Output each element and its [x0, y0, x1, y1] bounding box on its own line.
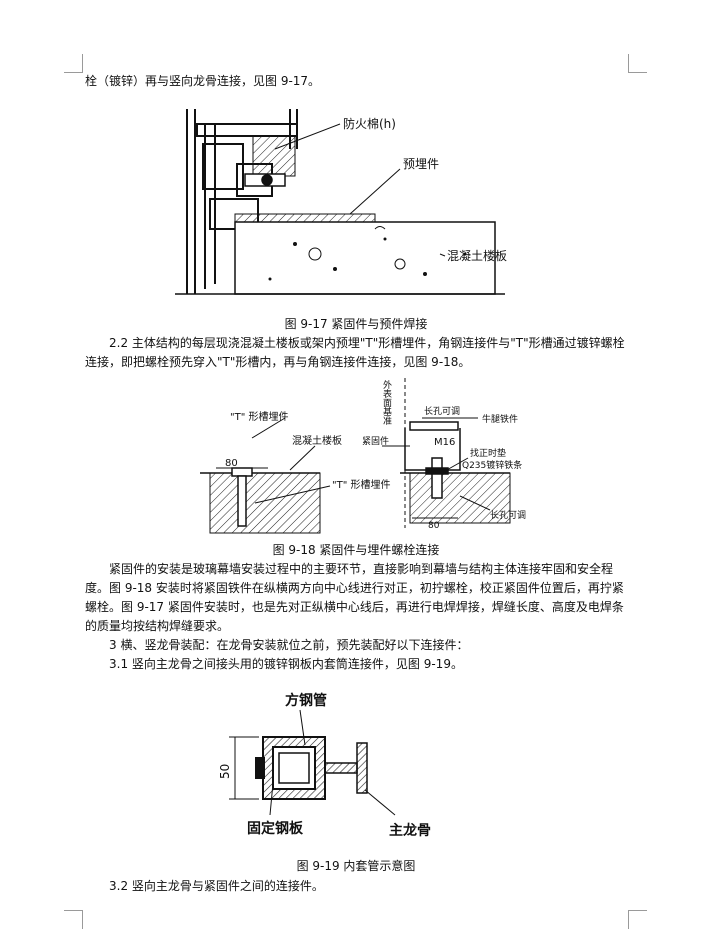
label-slot-bottom: 长孔可调	[490, 509, 526, 521]
main-mullion	[324, 742, 368, 794]
paragraph-3-1: 3.1 竖向主龙骨之间接头用的镀锌钢板内套筒连接件，见图 9-19。	[109, 657, 463, 671]
concrete-slab	[234, 221, 496, 295]
crop-mark-bottom-left	[64, 910, 83, 929]
paragraph-3-2: 3.2 竖向主龙骨与紧固件之间的连接件。	[109, 879, 324, 893]
label-dim80-bottom: 80	[428, 521, 440, 531]
paragraph-2-2: 2.2 主体结构的每层现浇混凝土楼板或架内预埋"T"形槽埋件，角钢连接件与"T"…	[85, 336, 625, 369]
figure-9-19: 50 方钢管 固定钢板 主龙骨	[215, 685, 455, 845]
label-slab: 混凝土楼板	[447, 248, 507, 263]
label-mullion: 主龙骨	[389, 822, 431, 839]
paragraph-3: 3 横、竖龙骨装配：在龙骨安装就位之前，预先装配好以下连接件：	[109, 638, 469, 652]
label-fastener: 紧固件	[362, 435, 389, 447]
crop-mark-top-right	[628, 54, 647, 73]
paragraph-fastener: 紧固件的安装是玻璃幕墙安装过程中的主要环节，直接影响到幕墙与结构主体连接牢固和安…	[85, 562, 624, 633]
label-strip: Q235镀锌铁条	[462, 459, 522, 471]
label-t-embed-top: "T" 形槽埋件	[230, 410, 289, 423]
label-fireproof: 防火棉(h)	[343, 116, 396, 131]
caption-9-17: 图 9-17 紧固件与预件焊接	[284, 317, 428, 331]
label-slot-top: 长孔可调	[424, 405, 460, 417]
label-slab: 混凝土楼板	[292, 434, 342, 447]
bolt	[244, 173, 286, 187]
label-plate: 固定钢板	[247, 820, 304, 837]
label-dim80-left: 80	[225, 458, 238, 469]
label-embed: 预埋件	[403, 157, 439, 171]
label-shim: 找正时垫	[470, 447, 506, 459]
embedded-plate	[234, 213, 376, 223]
paragraph-continuation: 栓（镀锌）再与竖向龙骨连接，见图 9-17。	[85, 74, 321, 88]
caption-9-19: 图 9-19 内套管示意图	[296, 859, 416, 873]
square-tube-inner	[272, 746, 316, 790]
label-dim50: 50	[218, 764, 232, 779]
corbel-bracket	[404, 421, 461, 499]
crop-mark-top-left	[64, 54, 83, 73]
crop-mark-bottom-right	[628, 910, 647, 929]
label-corbel: 牛腿铁件	[482, 413, 518, 425]
fixing-plate	[255, 757, 265, 779]
label-outer-line: 外表面基准	[381, 379, 392, 426]
label-t-embed-bottom: "T" 形槽埋件	[332, 478, 391, 491]
figure-9-18: "T" 形槽埋件 混凝土楼板 80 "T" 形槽埋件 外表面基准 长孔可调 牛腿…	[200, 378, 560, 536]
fireproof-wool	[252, 135, 296, 177]
figure-9-17: 防火棉(h) 预埋件 混凝土楼板	[175, 104, 535, 309]
slab-left	[209, 472, 321, 534]
caption-9-18: 图 9-18 紧固件与埋件螺栓连接	[272, 543, 440, 557]
label-bolt: M16	[434, 437, 455, 448]
label-tube: 方钢管	[285, 692, 327, 709]
